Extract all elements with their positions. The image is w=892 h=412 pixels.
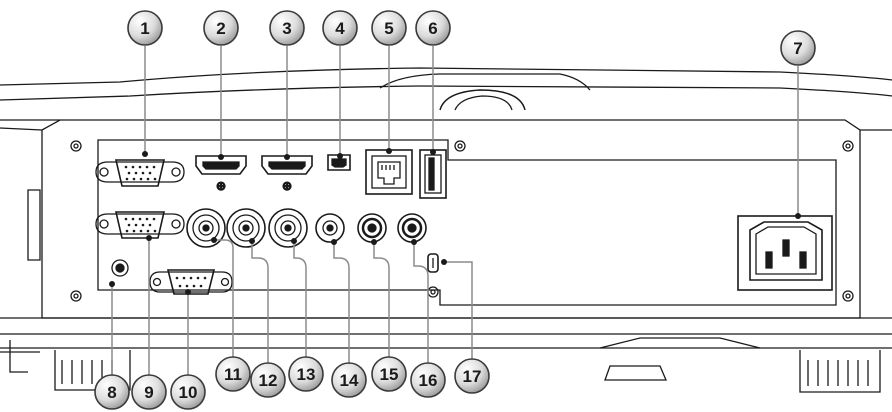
callout-bubble <box>322 10 358 46</box>
callout-3: 3 <box>269 10 305 46</box>
audio-jack-3 <box>397 213 427 243</box>
top-housing-inner <box>0 85 892 101</box>
rca-port-1 <box>186 208 226 248</box>
callout-number: 12 <box>259 371 278 390</box>
lens <box>439 89 526 111</box>
callout-bubble <box>371 10 407 46</box>
callout-bubble <box>170 374 206 410</box>
leader-lines <box>111 46 799 384</box>
callout-7: 7 <box>780 30 816 66</box>
callout-bubble <box>250 362 286 398</box>
callout-bubble <box>288 356 324 392</box>
callout-number: 9 <box>144 383 153 402</box>
callout-bubble <box>410 362 446 398</box>
callout-9: 9 <box>131 374 167 410</box>
callout-15: 15 <box>371 356 407 392</box>
ports: ⊕ ⊕ <box>95 149 833 298</box>
left-foot <box>54 350 131 391</box>
callout-number: 10 <box>179 383 198 402</box>
audio-jack-1 <box>315 213 345 243</box>
callout-number: 4 <box>335 19 345 38</box>
callout-12: 12 <box>250 362 286 398</box>
rj45-port <box>365 149 413 195</box>
callout-bubble <box>131 374 167 410</box>
callout-bubble <box>780 30 816 66</box>
callout-10: 10 <box>170 374 206 410</box>
dc-jack <box>111 259 129 277</box>
callout-number: 5 <box>384 19 393 38</box>
callout-number: 15 <box>380 365 399 384</box>
rca-port-3 <box>268 208 308 248</box>
center-foot <box>604 365 667 381</box>
callout-number: 1 <box>140 19 149 38</box>
hdmi-1-mark: ⊕ <box>216 179 226 193</box>
rca-port-2 <box>226 208 266 248</box>
hdmi-2-mark: ⊕ <box>282 179 292 193</box>
callout-bubble <box>127 10 163 46</box>
right-foot <box>799 350 881 393</box>
callout-number: 3 <box>282 19 291 38</box>
callout-4: 4 <box>322 10 358 46</box>
callout-number: 11 <box>224 365 242 384</box>
callout-number: 6 <box>428 19 437 38</box>
rs232-port <box>149 269 233 295</box>
ac-power-socket <box>737 215 833 291</box>
callout-bubble <box>331 362 367 398</box>
usb-a-port <box>419 149 447 199</box>
callout-8: 8 <box>94 374 130 410</box>
callout-17: 17 <box>454 358 490 394</box>
io-panel <box>97 139 837 306</box>
callout-bubble <box>269 10 305 46</box>
callout-5: 5 <box>371 10 407 46</box>
callout-number: 16 <box>419 371 438 390</box>
lens-housing <box>379 73 591 91</box>
callout-16: 16 <box>410 362 446 398</box>
callout-bubble <box>203 10 239 46</box>
callout-11: 11 <box>215 356 251 392</box>
callout-1: 1 <box>127 10 163 46</box>
leader-dots <box>109 148 801 295</box>
callout-bubble <box>94 374 130 410</box>
callout-bubble <box>371 356 407 392</box>
callout-bubble <box>454 358 490 394</box>
hdmi-1-port <box>195 155 247 175</box>
callout-number: 7 <box>793 39 802 58</box>
callout-number: 13 <box>297 365 316 384</box>
callout-number: 2 <box>216 19 225 38</box>
vga-in-port <box>95 159 185 187</box>
audio-jack-2 <box>357 213 387 243</box>
callout-6: 6 <box>415 10 451 46</box>
callout-2: 2 <box>203 10 239 46</box>
callout-number: 8 <box>107 383 116 402</box>
vga-out-port <box>95 211 185 239</box>
hdmi-2-port <box>261 155 313 175</box>
callout-13: 13 <box>288 356 324 392</box>
callout-bubble <box>415 10 451 46</box>
top-housing <box>0 67 892 86</box>
callout-bubble <box>215 356 251 392</box>
callout-number: 17 <box>463 367 482 386</box>
callout-number: 14 <box>340 371 359 390</box>
callout-14: 14 <box>331 362 367 398</box>
